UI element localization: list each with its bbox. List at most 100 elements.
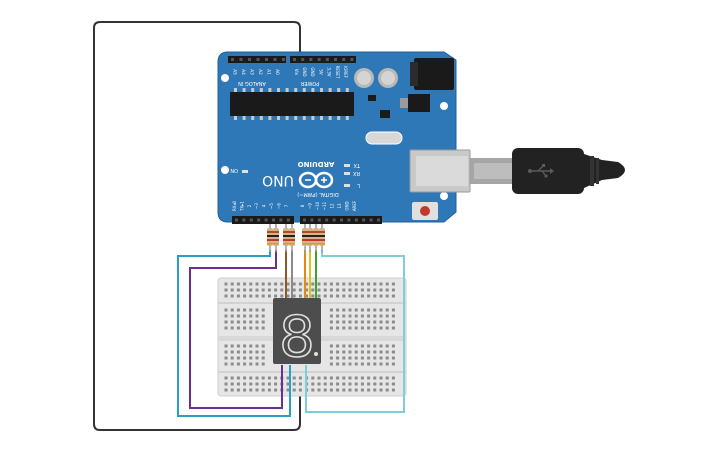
header-pin[interactable]	[231, 58, 234, 61]
rx-led	[344, 172, 350, 175]
breadboard-hole	[323, 382, 327, 386]
header-pin[interactable]	[317, 58, 321, 61]
breadboard-hole	[243, 350, 247, 354]
resistor[interactable]	[289, 222, 295, 252]
breadboard-hole	[243, 344, 247, 348]
header-pin[interactable]	[347, 218, 351, 222]
header-pin[interactable]	[273, 58, 277, 61]
header-pin[interactable]	[257, 218, 261, 222]
breadboard-hole	[367, 294, 371, 298]
breadboard-hole	[391, 382, 395, 386]
breadboard-hole	[385, 282, 389, 286]
header-pin[interactable]	[325, 218, 329, 222]
breadboard-hole	[367, 288, 371, 292]
header-pin[interactable]	[235, 218, 238, 222]
resistor[interactable]	[267, 222, 273, 252]
breadboard-hole	[348, 288, 352, 292]
header-pin[interactable]	[249, 218, 253, 222]
header-pin[interactable]	[301, 58, 305, 61]
header-pin[interactable]	[264, 218, 268, 222]
header-pin[interactable]	[334, 58, 337, 61]
resistor[interactable]	[283, 222, 289, 252]
breadboard-hole	[224, 288, 228, 292]
breadboard-hole	[360, 362, 364, 366]
wire-black-loop[interactable]	[93, 21, 301, 431]
breadboard-hole	[373, 320, 377, 324]
breadboard-hole	[391, 314, 395, 318]
resistor[interactable]	[273, 222, 279, 252]
l-led	[344, 184, 350, 187]
header-pin[interactable]	[342, 58, 346, 61]
breadboard-hole	[243, 288, 247, 292]
breadboard-hole	[373, 282, 377, 286]
header-pin[interactable]	[369, 218, 373, 222]
header-pin[interactable]	[340, 218, 343, 222]
header-pin[interactable]	[279, 218, 283, 222]
breadboard-hole	[391, 308, 395, 312]
breadboard-hole	[286, 388, 290, 392]
reset-button-cap[interactable]	[420, 206, 430, 216]
seven-segment-display[interactable]: 8	[273, 298, 321, 371]
header-pin[interactable]	[317, 218, 321, 222]
analog-pin-label: A4	[241, 69, 246, 75]
breadboard-hole	[261, 320, 265, 324]
resistor-array[interactable]	[267, 222, 325, 252]
usb-cable[interactable]	[468, 148, 625, 194]
digital-pin-label: 13	[337, 203, 342, 209]
breadboard-hole	[224, 376, 228, 380]
wire-lightblue[interactable]	[305, 250, 405, 413]
breadboard-hole	[367, 344, 371, 348]
header-pin[interactable]	[354, 218, 358, 222]
digital-pin-label: AREF	[352, 200, 357, 211]
breadboard-hole	[305, 294, 309, 298]
breadboard-hole	[385, 344, 389, 348]
breadboard-hole	[224, 308, 228, 312]
breadboard-hole	[354, 320, 358, 324]
header-pin[interactable]	[303, 218, 306, 222]
header-pin[interactable]	[377, 218, 380, 222]
breadboard-hole	[298, 388, 302, 392]
header-pin[interactable]	[286, 218, 290, 222]
breadboard-hole	[385, 308, 389, 312]
wire-cyan[interactable]	[177, 250, 291, 417]
breadboard-hole	[255, 344, 259, 348]
header-pin[interactable]	[248, 58, 251, 61]
power-pin-label: IOREF	[343, 66, 348, 79]
header-pin[interactable]	[239, 58, 243, 61]
breadboard-hole	[298, 376, 302, 380]
breadboard-hole	[311, 294, 315, 298]
header-pin[interactable]	[242, 218, 246, 222]
header-pin[interactable]	[256, 58, 260, 61]
header-pin[interactable]	[310, 218, 314, 222]
resistor[interactable]	[319, 222, 325, 252]
resistor[interactable]	[302, 222, 308, 252]
wire-purple[interactable]	[189, 250, 283, 409]
header-pin[interactable]	[309, 58, 313, 61]
breadboard-hole	[224, 326, 228, 330]
header-pin[interactable]	[293, 58, 296, 61]
arduino-brand: ARDUINO	[298, 160, 335, 168]
header-pin[interactable]	[325, 58, 329, 61]
header-pin[interactable]	[350, 58, 354, 61]
breadboard-hole	[243, 326, 247, 330]
header-pin[interactable]	[282, 58, 285, 61]
digital-pin-label: ~5	[269, 203, 274, 209]
breadboard-hole	[280, 282, 284, 286]
header-pin[interactable]	[332, 218, 336, 222]
breadboard-hole	[348, 350, 352, 354]
breadboard-hole	[329, 314, 333, 318]
header-pin[interactable]	[265, 58, 268, 61]
breadboard-hole	[311, 376, 315, 380]
resistor[interactable]	[307, 222, 313, 252]
header-pin[interactable]	[272, 218, 275, 222]
breadboard-hole	[360, 320, 364, 324]
resistor[interactable]	[313, 222, 319, 252]
digital-pin-label: 2	[247, 204, 252, 207]
header-pin[interactable]	[362, 218, 366, 222]
power-pin-label: GND	[310, 67, 315, 76]
breadboard-hole	[224, 320, 228, 324]
breadboard-hole	[311, 282, 315, 286]
digital-header[interactable]	[232, 216, 382, 224]
